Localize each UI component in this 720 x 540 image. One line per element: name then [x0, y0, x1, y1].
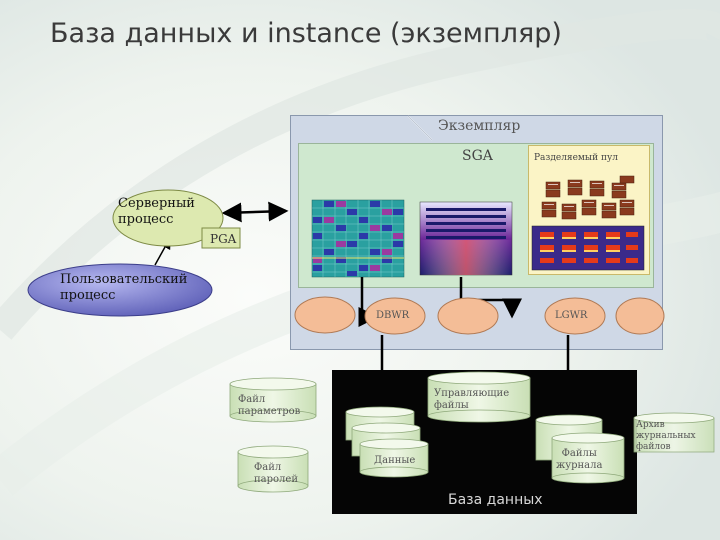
- user-process-line1: Пользовательский: [60, 272, 188, 287]
- process-ellipse: [294, 296, 356, 334]
- archive-line1: Архив: [636, 420, 665, 430]
- control-files-line2: файлы: [434, 400, 469, 411]
- user-process-label: Пользовательский процесс: [60, 272, 187, 304]
- password-file-cylinder: [237, 445, 309, 493]
- data-files-cylinders: [345, 406, 429, 478]
- lgwr-process: [544, 297, 606, 335]
- password-file-line2: паролей: [254, 474, 298, 485]
- parameter-file-label: Файл параметров: [238, 394, 300, 418]
- dbwr-process: [364, 297, 426, 335]
- shared-pool-label: Разделяемый пул: [534, 153, 618, 163]
- data-files-label: Данные: [374, 455, 416, 466]
- process-ellipse: [437, 297, 499, 335]
- database-label: База данных: [448, 492, 543, 508]
- server-process-line1: Серверный: [118, 196, 195, 211]
- instance-label: Экземпляр: [438, 118, 521, 134]
- user-process-line2: процесс: [60, 288, 116, 303]
- archive-files-cylinder: [633, 412, 715, 453]
- archive-line2: журнальных: [636, 431, 696, 441]
- process-ellipse: [615, 297, 665, 335]
- pga-label: PGA: [210, 232, 237, 246]
- redo-files-line1: Файлы: [561, 448, 597, 459]
- parameter-file-line1: Файл: [238, 394, 266, 405]
- control-files-cylinder: [427, 371, 531, 423]
- archive-files-label: Архив журнальных файлов: [636, 420, 696, 453]
- server-process-line2: процесс: [118, 212, 174, 227]
- sga-label: SGA: [462, 148, 493, 164]
- control-files-line1: Управляющие: [434, 388, 510, 399]
- redo-files-cylinders: [535, 414, 625, 484]
- parameter-file-cylinder: [229, 377, 317, 423]
- password-file-label: Файл паролей: [254, 462, 298, 486]
- control-files-label: Управляющие файлы: [434, 388, 509, 412]
- redo-files-label: Файлы журнала: [556, 448, 602, 472]
- archive-line3: файлов: [636, 442, 671, 452]
- dbwr-label: DBWR: [376, 310, 410, 321]
- lgwr-label: LGWR: [555, 310, 588, 321]
- page-title: База данных и instance (экземпляр): [50, 18, 562, 49]
- server-process-label: Серверный процесс: [118, 196, 195, 228]
- parameter-file-line2: параметров: [238, 406, 301, 417]
- redo-files-line2: журнала: [556, 460, 603, 471]
- password-file-line1: Файл: [254, 462, 282, 473]
